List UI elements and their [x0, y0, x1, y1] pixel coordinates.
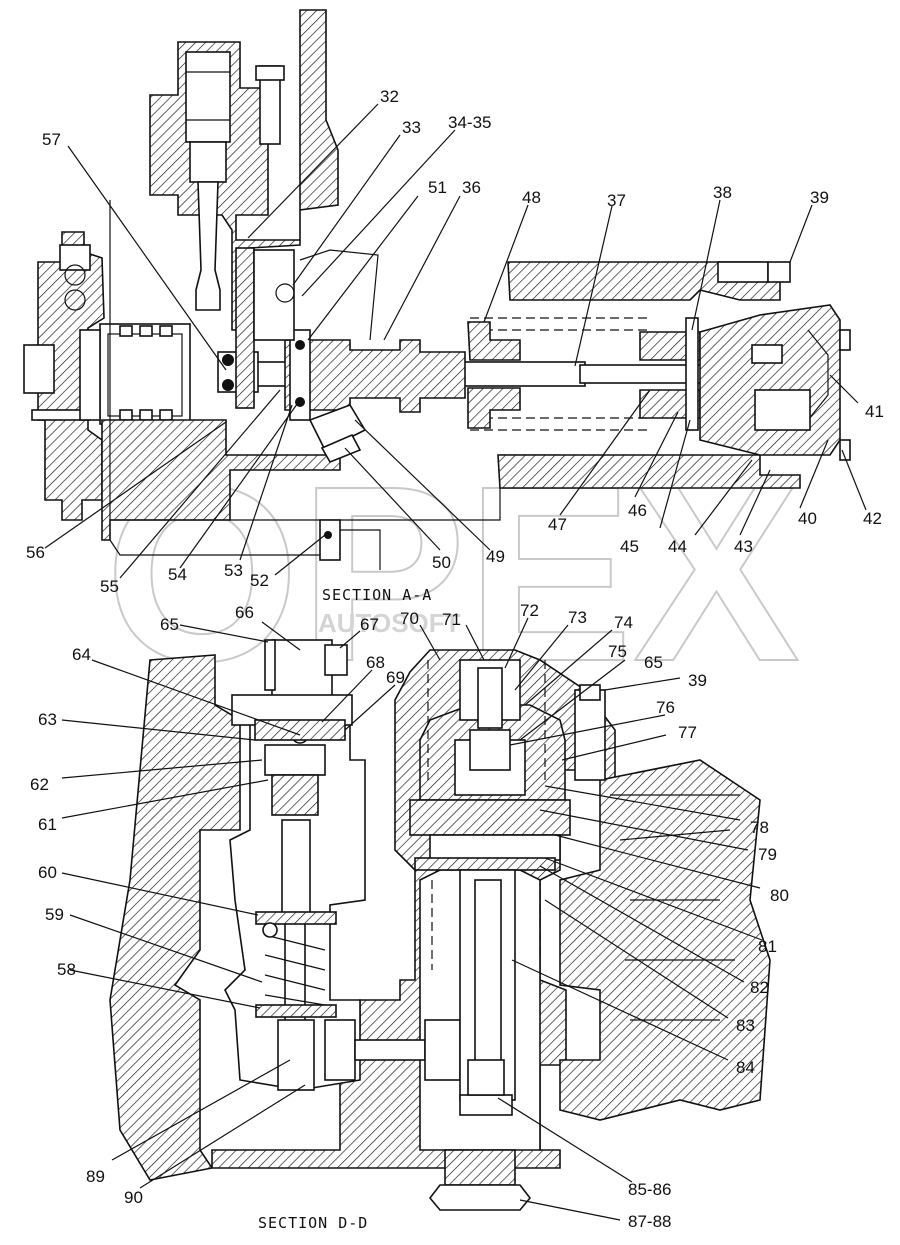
label-42: 42 [863, 509, 882, 528]
label-65-right: 65 [644, 653, 663, 672]
label-41: 41 [865, 402, 884, 421]
label-63: 63 [38, 710, 57, 729]
label-56: 56 [26, 543, 45, 562]
label-75: 75 [608, 642, 627, 661]
label-59: 59 [45, 905, 64, 924]
label-69: 69 [386, 668, 405, 687]
label-36: 36 [462, 178, 481, 197]
label-46: 46 [628, 501, 647, 520]
label-83: 83 [736, 1016, 755, 1035]
label-47: 47 [548, 515, 567, 534]
label-60: 60 [38, 863, 57, 882]
label-65-left: 65 [160, 615, 179, 634]
section-d-d-title: SECTION D-D [258, 1214, 368, 1232]
label-61: 61 [38, 815, 57, 834]
label-84: 84 [736, 1058, 755, 1077]
watermark-small: AUTOSOFT [318, 608, 461, 638]
label-82: 82 [750, 978, 769, 997]
label-55: 55 [100, 577, 119, 596]
label-78: 78 [750, 818, 769, 837]
label-40: 40 [798, 509, 817, 528]
label-67: 67 [360, 615, 379, 634]
label-64: 64 [72, 645, 91, 664]
section-a-a-drawing [23, 9, 851, 570]
label-79: 79 [758, 845, 777, 864]
label-49: 49 [486, 547, 505, 566]
label-73: 73 [568, 608, 587, 627]
label-76: 76 [656, 698, 675, 717]
section-a-a-title: SECTION A-A [322, 586, 432, 604]
label-72: 72 [520, 601, 539, 620]
label-51: 51 [428, 178, 447, 197]
label-33: 33 [402, 118, 421, 137]
label-90: 90 [124, 1188, 143, 1207]
label-81: 81 [758, 937, 777, 956]
label-58: 58 [57, 960, 76, 979]
label-38: 38 [713, 183, 732, 202]
label-62: 62 [30, 775, 49, 794]
label-74: 74 [614, 613, 633, 632]
label-71: 71 [442, 610, 461, 629]
label-87-88: 87-88 [628, 1212, 671, 1231]
label-43: 43 [734, 537, 753, 556]
label-54: 54 [168, 565, 187, 584]
label-39-top: 39 [810, 188, 829, 207]
label-52: 52 [250, 571, 269, 590]
label-48: 48 [522, 188, 541, 207]
label-70: 70 [400, 609, 419, 628]
section-d-d-drawing [109, 639, 771, 1211]
label-45: 45 [620, 537, 639, 556]
label-50: 50 [432, 553, 451, 572]
label-89: 89 [86, 1167, 105, 1186]
label-80: 80 [770, 886, 789, 905]
leader-lines [44, 103, 867, 1221]
label-53: 53 [224, 561, 243, 580]
label-77: 77 [678, 723, 697, 742]
label-39-bottom: 39 [688, 671, 707, 690]
callout-labels: 32 33 34-35 57 51 36 48 37 38 39 41 42 4… [26, 87, 884, 1232]
label-44: 44 [668, 537, 687, 556]
label-68: 68 [366, 653, 385, 672]
label-57: 57 [42, 130, 61, 149]
label-66: 66 [235, 603, 254, 622]
label-37: 37 [607, 191, 626, 210]
label-85-86: 85-86 [628, 1180, 671, 1199]
label-34-35: 34-35 [448, 113, 491, 132]
label-32: 32 [380, 87, 399, 106]
